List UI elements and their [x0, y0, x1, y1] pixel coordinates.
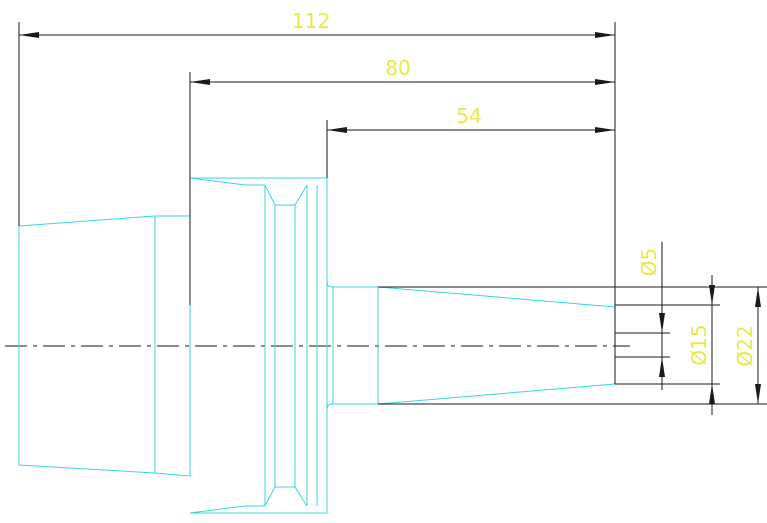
neck-top	[326, 281, 334, 288]
dim-dia15-label: Ø15	[687, 324, 711, 365]
dim-112-arrow-right	[595, 32, 615, 38]
dim-dia5-label: Ø5	[637, 248, 661, 276]
neck-bottom	[326, 403, 334, 410]
dim-80-arrow-right	[595, 79, 615, 85]
dim-54-label: 54	[456, 104, 481, 128]
dim-dia15-arrow-top	[709, 285, 715, 305]
dim-dia5-arrow-bottom	[659, 357, 665, 377]
dim-112-arrow-left	[19, 32, 39, 38]
dim-80-label: 80	[385, 56, 410, 80]
flange-outline	[190, 177, 328, 514]
dimension-labels: 112 80 54 Ø5 Ø15 Ø22	[292, 9, 757, 367]
part-outline	[18, 177, 616, 514]
dim-54-arrow-right	[595, 127, 615, 133]
dim-dia22-label: Ø22	[733, 325, 757, 366]
dim-112-label: 112	[292, 9, 330, 33]
dim-dia5-arrow-top	[659, 313, 665, 333]
groove-right	[294, 184, 308, 507]
dim-dia15-arrow-bottom	[709, 384, 715, 404]
flange-chamfer-bottom	[189, 505, 265, 514]
dim-dia22-arrow-bottom	[755, 384, 761, 404]
dim-80-arrow-left	[190, 79, 210, 85]
flange-chamfer-top	[189, 177, 265, 186]
dim-54-arrow-left	[327, 127, 347, 133]
dim-dia22-arrow-top	[755, 287, 761, 307]
groove-left	[264, 184, 276, 507]
dimensions	[18, 22, 767, 415]
